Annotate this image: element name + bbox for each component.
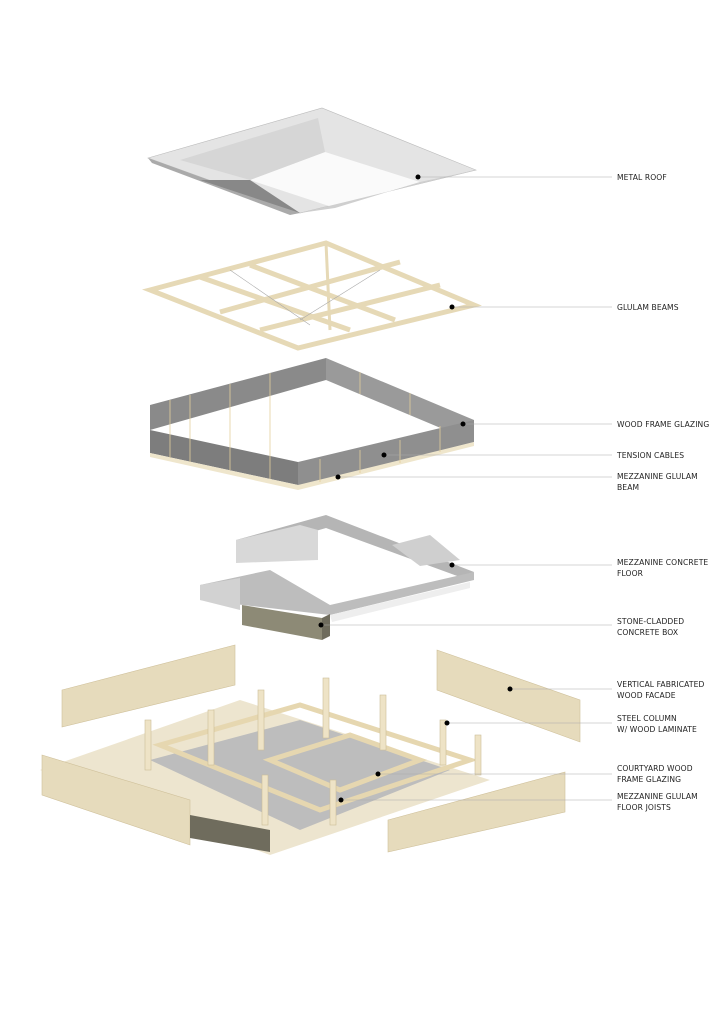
glulam-beams-layer [141, 240, 482, 351]
label-line: MEZZANINE GLULAM [617, 792, 698, 801]
label-line: MEZZANINE CONCRETE [617, 558, 709, 567]
wood-frame-glazing-layer [150, 358, 474, 490]
label-courtyard-glazing: COURTYARD WOOD FRAME GLAZING [617, 763, 722, 785]
label-line: STEEL COLUMN [617, 714, 677, 723]
label-line: COURTYARD WOOD [617, 764, 693, 773]
label-mezzanine-concrete-floor: MEZZANINE CONCRETE FLOOR [617, 557, 722, 579]
label-line: W/ WOOD LAMINATE [617, 725, 697, 734]
label-stone-cladded-box: STONE-CLADDED CONCRETE BOX [617, 616, 722, 638]
wood-facade-panels [41, 644, 581, 853]
leader-lines [321, 176, 612, 801]
label-line: FRAME GLAZING [617, 775, 682, 784]
label-line: WOOD FACADE [617, 691, 676, 700]
label-mezzanine-glulam-beam: MEZZANINE GLULAM BEAM [617, 471, 722, 493]
label-tension-cables: TENSION CABLES [617, 450, 722, 461]
label-line: FLOOR JOISTS [617, 803, 671, 812]
label-line: BEAM [617, 483, 640, 492]
label-line: FLOOR [617, 569, 644, 578]
label-glulam-beams: GLULAM BEAMS [617, 302, 722, 313]
label-line: VERTICAL FABRICATED [617, 680, 705, 689]
label-line: METAL ROOF [617, 173, 667, 182]
label-vertical-wood-facade: VERTICAL FABRICATED WOOD FACADE [617, 679, 722, 701]
metal-roof-layer [147, 107, 477, 215]
leader-dots [318, 174, 513, 803]
label-wood-frame-glazing: WOOD FRAME GLAZING [617, 419, 722, 430]
ground-floor-layer [40, 644, 581, 855]
label-steel-column: STEEL COLUMN W/ WOOD LAMINATE [617, 713, 722, 735]
label-floor-joists: MEZZANINE GLULAM FLOOR JOISTS [617, 791, 722, 813]
label-line: MEZZANINE GLULAM [617, 472, 698, 481]
mezzanine-concrete-layer [200, 515, 474, 640]
label-line: TENSION CABLES [617, 451, 685, 460]
label-line: GLULAM BEAMS [617, 303, 679, 312]
label-line: WOOD FRAME GLAZING [617, 420, 710, 429]
label-line: STONE-CLADDED [617, 617, 685, 626]
label-line: CONCRETE BOX [617, 628, 679, 637]
label-metal-roof: METAL ROOF [617, 172, 722, 183]
